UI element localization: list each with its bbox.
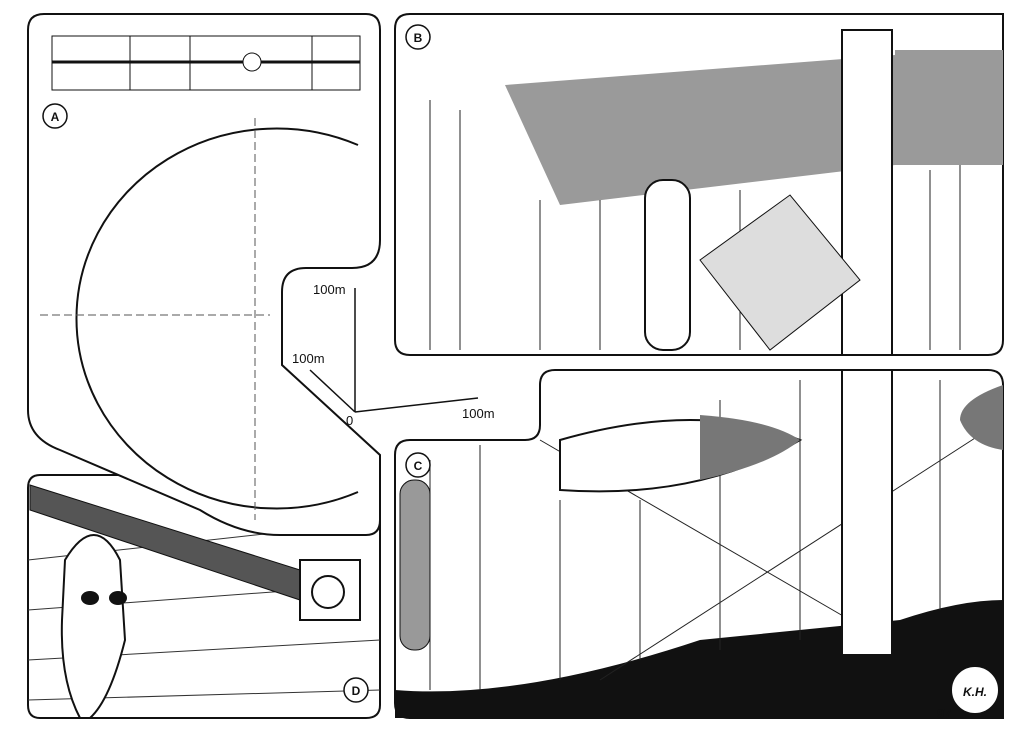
panel-a: 100m 100m 100m 0 — [27, 13, 495, 536]
signature: K.H. — [963, 685, 987, 699]
panel-c: K.H. — [394, 369, 1004, 719]
svg-text:C: C — [414, 459, 423, 473]
scale-horizontal-label: 100m — [462, 406, 495, 421]
scale-vertical-label: 100m — [313, 282, 346, 297]
central-column — [841, 29, 893, 356]
scale-depth-label: 100m — [292, 351, 325, 366]
ring-plan — [75, 127, 359, 510]
svg-text:B: B — [414, 31, 423, 45]
alien-head — [60, 534, 127, 719]
scale-axes — [309, 288, 479, 413]
label-d: D — [343, 677, 369, 703]
panel-b — [394, 13, 1004, 356]
label-a: A — [42, 103, 68, 129]
signature-seal — [950, 665, 1000, 715]
label-b: B — [405, 24, 431, 50]
label-c: C — [405, 452, 431, 478]
page-number: 97 — [937, 706, 951, 721]
tone-surface — [505, 55, 895, 205]
module-box — [299, 559, 361, 621]
svg-text:D: D — [352, 684, 361, 698]
svg-text:A: A — [51, 110, 60, 124]
scale-origin-label: 0 — [346, 413, 353, 428]
